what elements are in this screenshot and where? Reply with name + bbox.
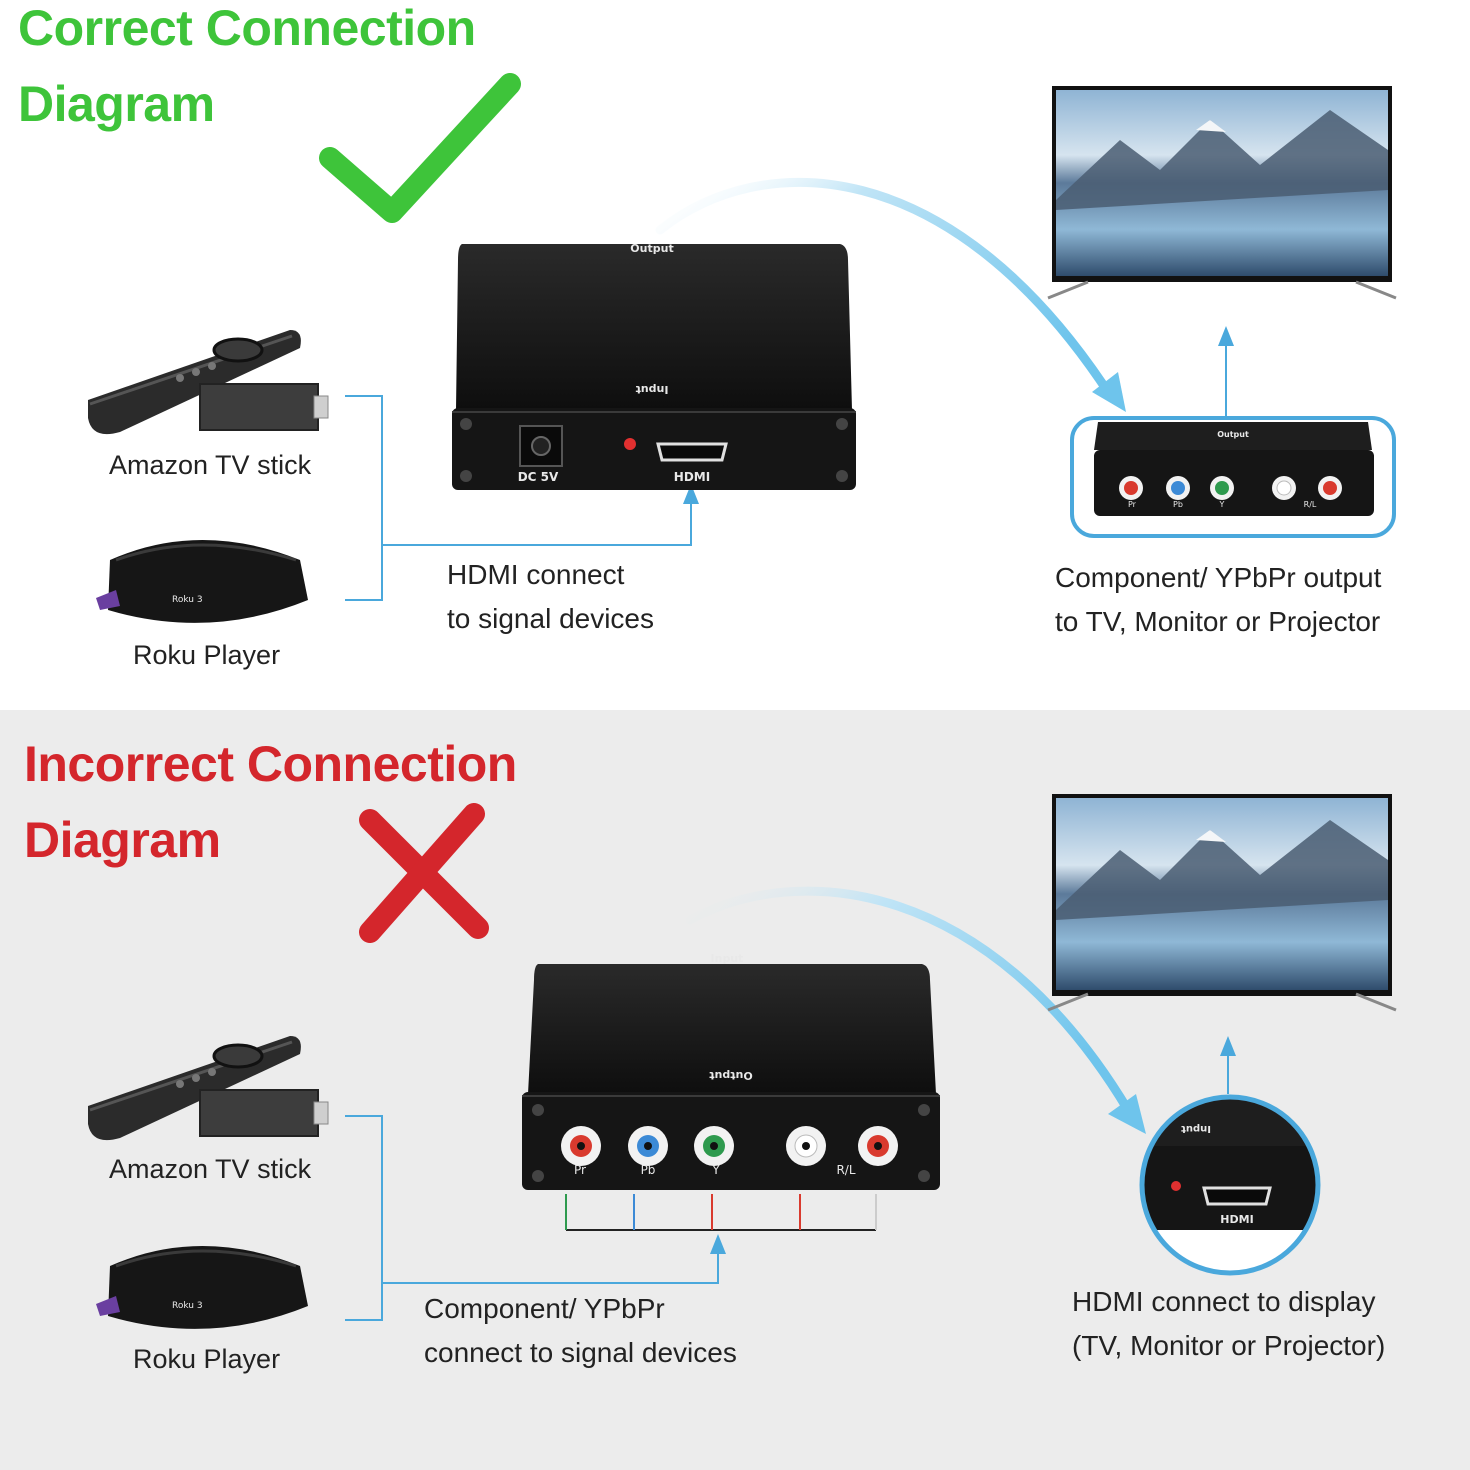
correct-diagram-panel: Correct Connection Diagram <box>0 0 1470 710</box>
correct-heading-line2: Diagram <box>18 76 215 132</box>
port-label-rl: R/L <box>1304 500 1317 509</box>
roku-player-image: Roku 3 <box>96 1246 308 1329</box>
converter-face-label: Input <box>636 383 669 396</box>
hdmi-input-caption: HDMI connect to signal devices <box>447 553 654 641</box>
hdmi-port-label: HDMI <box>674 470 710 484</box>
output-zoom-label: Output <box>1217 430 1249 439</box>
hdmi-display-caption: HDMI connect to display (TV, Monitor or … <box>1072 1280 1385 1368</box>
component-input-caption: Component/ YPbPr connect to signal devic… <box>424 1287 737 1375</box>
converter-top-label: Input <box>711 952 744 965</box>
incorrect-diagram-panel: Incorrect Connection Diagram <box>0 710 1470 1470</box>
port-label-pb: Pb <box>1173 500 1183 509</box>
port-label-rl: R/L <box>836 1163 855 1177</box>
converter-box: Output Input DC 5V HDMI <box>452 242 856 490</box>
converter-top-label: Output <box>630 242 673 255</box>
component-output-caption: Component/ YPbPr output to TV, Monitor o… <box>1055 556 1381 644</box>
dc-5v-label: DC 5V <box>518 470 559 484</box>
correct-diagram-graphics: Roku 3 Output Input DC 5V HDMI <box>88 73 1397 623</box>
incorrect-diagram-graphics: Roku 3 Input Output Pr <box>88 794 1397 1329</box>
hdmi-input-arrow-head <box>683 484 699 504</box>
device-bracket-line <box>345 1115 719 1321</box>
component-input-caption-line2: connect to signal devices <box>424 1337 737 1368</box>
port-label-y: Y <box>1219 500 1225 509</box>
roku-player-label: Roku Player <box>133 1344 281 1374</box>
port-label-pb: Pb <box>641 1163 656 1177</box>
curved-arrow-head <box>1092 372 1126 412</box>
cross-icon <box>359 803 489 943</box>
amazon-tv-stick-label: Amazon TV stick <box>109 450 312 480</box>
roku-player-image: Roku 3 <box>96 540 308 623</box>
input-zoom-circle: Input HDMI <box>1139 1094 1321 1276</box>
roku-player-label: Roku Player <box>133 640 281 670</box>
curved-arrow-head <box>1108 1094 1146 1134</box>
component-output-caption-line1: Component/ YPbPr output <box>1055 562 1382 593</box>
component-output-caption-line2: to TV, Monitor or Projector <box>1055 606 1381 637</box>
tv-image <box>1047 86 1397 300</box>
tv-image <box>1047 794 1397 1012</box>
curved-arrow <box>685 886 1133 1115</box>
correct-heading: Correct Connection Diagram <box>18 0 476 142</box>
roku-badge: Roku 3 <box>172 1301 203 1311</box>
hdmi-display-caption-line1: HDMI connect to display <box>1072 1286 1376 1317</box>
component-cable-lines <box>565 1194 877 1231</box>
hdmi-zoom-label: HDMI <box>1220 1213 1253 1226</box>
roku-badge: Roku 3 <box>172 595 203 605</box>
hdmi-input-caption-line1: HDMI connect <box>447 559 625 590</box>
converter-face-label: Output <box>709 1069 752 1082</box>
incorrect-heading: Incorrect Connection Diagram <box>24 726 517 878</box>
port-label-y: Y <box>711 1163 720 1177</box>
amazon-tv-stick-label: Amazon TV stick <box>109 1154 312 1184</box>
port-label-pr: Pr <box>574 1163 586 1177</box>
curved-arrow <box>655 177 1115 400</box>
port-label-pr: Pr <box>1128 500 1137 509</box>
component-input-arrow-head <box>710 1234 726 1254</box>
output-zoom-box: Output Pr Pb Y R/L <box>1070 416 1396 538</box>
input-zoom-label: Input <box>1181 1123 1211 1134</box>
component-input-caption-line1: Component/ YPbPr <box>424 1293 665 1324</box>
tv-up-arrow-head <box>1220 1036 1236 1056</box>
tv-up-arrow-head <box>1218 326 1234 346</box>
checkmark-icon <box>319 73 521 223</box>
amazon-tv-stick-image <box>88 330 329 435</box>
incorrect-heading-line1: Incorrect Connection <box>24 736 517 792</box>
hdmi-input-caption-line2: to signal devices <box>447 603 655 634</box>
converter-box: Input Output Pr Pb Y R/L <box>522 952 940 1190</box>
hdmi-display-caption-line2: (TV, Monitor or Projector) <box>1072 1330 1386 1361</box>
correct-heading-line1: Correct Connection <box>18 0 476 56</box>
amazon-tv-stick-image <box>88 1036 329 1141</box>
device-bracket-line <box>345 395 692 601</box>
incorrect-heading-line2: Diagram <box>24 812 221 868</box>
